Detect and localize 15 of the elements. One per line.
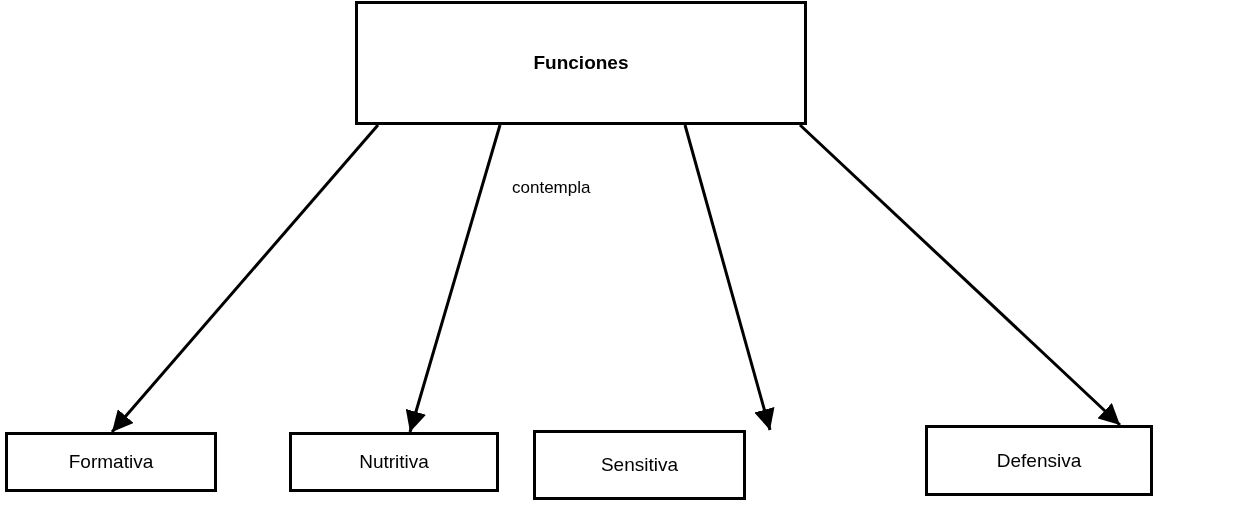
concept-text: Defensiva	[996, 449, 1082, 472]
concept-box	[5, 432, 217, 492]
concept-box	[355, 1, 807, 125]
arrow	[798, 123, 1122, 427]
concept-text: Funciones	[533, 52, 629, 74]
concept-box	[925, 425, 1153, 496]
linking-phrase: contempla	[512, 178, 591, 198]
arrow	[683, 124, 775, 431]
concept-text: Nutritiva	[359, 451, 429, 473]
arrow	[405, 124, 502, 433]
concept-text: Formativa	[68, 451, 154, 473]
concept-box	[289, 432, 499, 492]
arrow	[110, 124, 380, 433]
concept-box	[533, 430, 746, 500]
concept-text: Sensitiva	[600, 454, 679, 476]
